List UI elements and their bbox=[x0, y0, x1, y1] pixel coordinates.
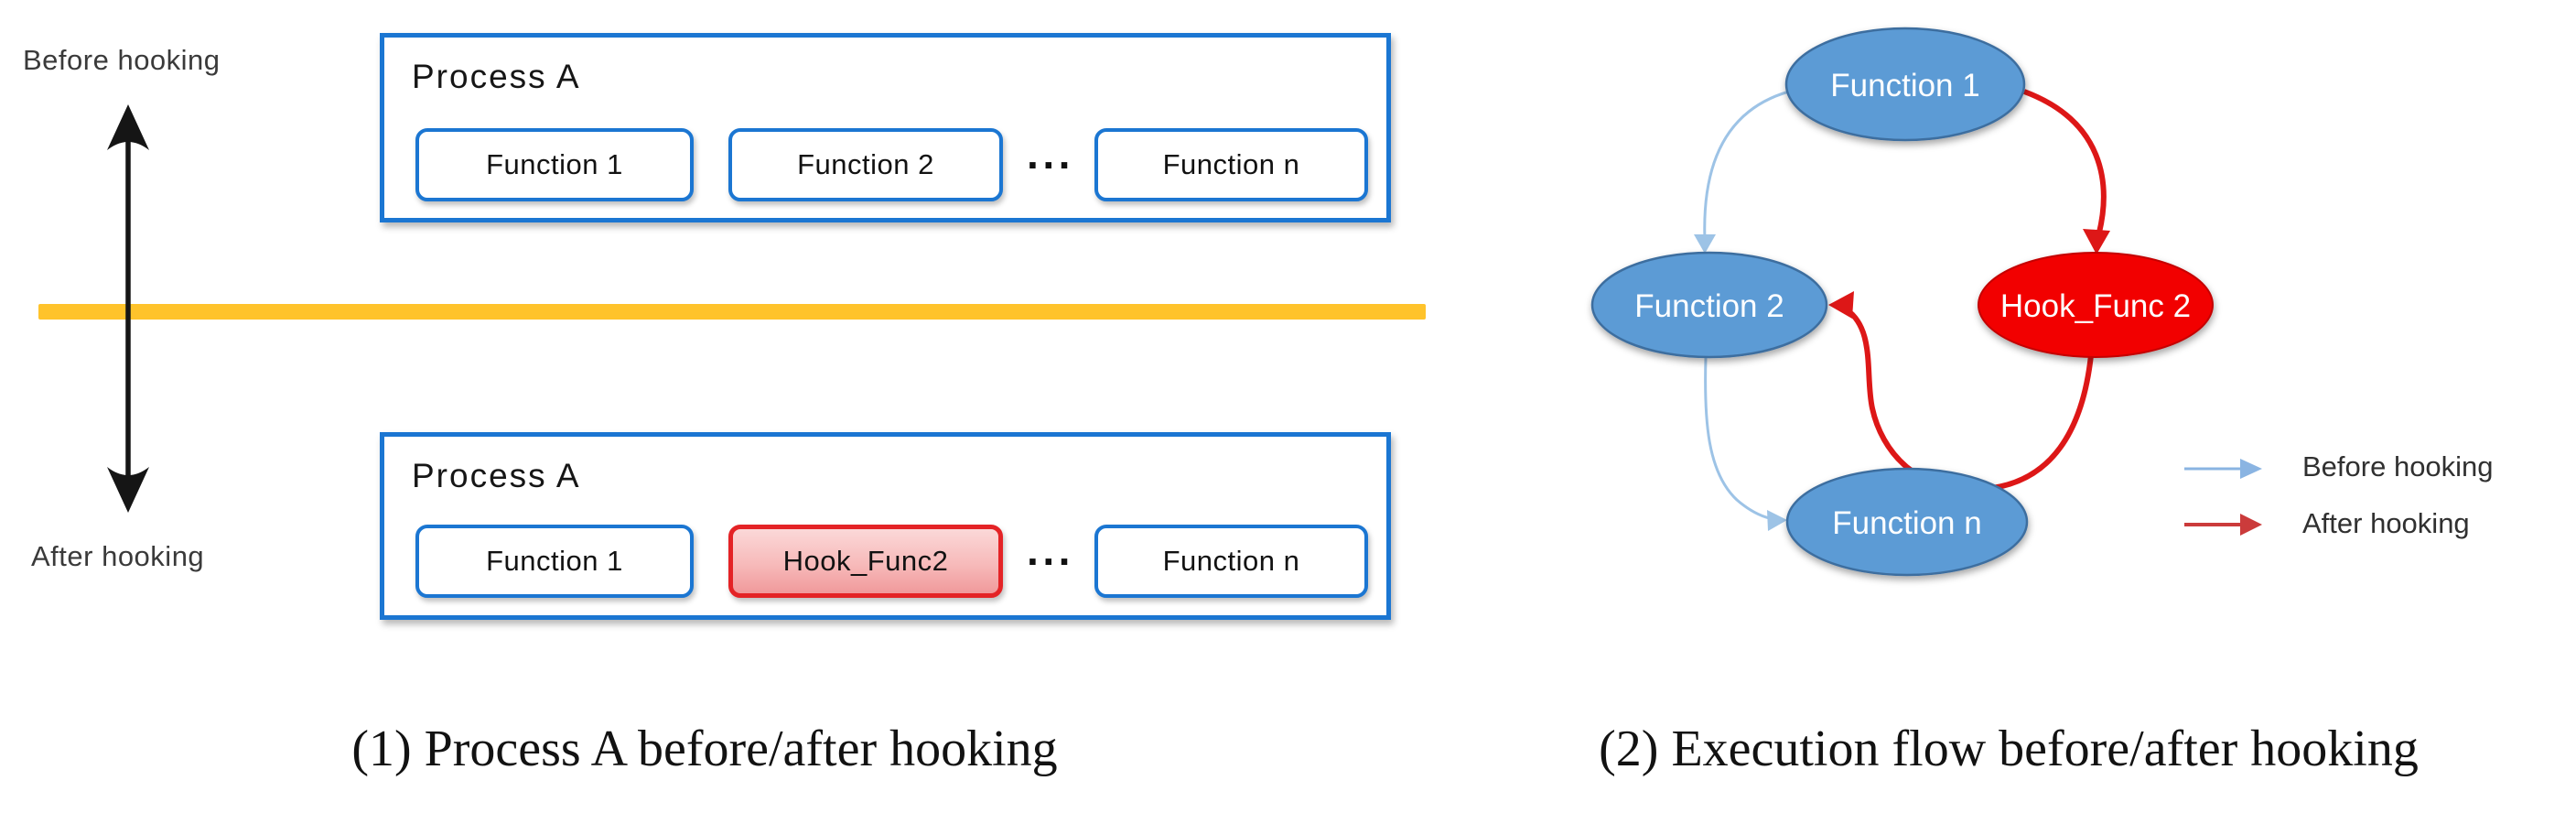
ellipsis-dots-before: ··· bbox=[1027, 141, 1074, 189]
legend-after-label: After hooking bbox=[2302, 507, 2470, 539]
legend-before-arrow bbox=[2184, 459, 2262, 479]
divider-line bbox=[38, 304, 1426, 320]
arrow-up-head bbox=[107, 104, 149, 150]
edge-before-f2-fn bbox=[1704, 356, 1787, 531]
function-1-box-after: Function 1 bbox=[415, 525, 694, 598]
function-n-box-after: Function n bbox=[1094, 525, 1368, 598]
legend-before-label: Before hooking bbox=[2302, 450, 2494, 482]
before-hooking-axis-label: Before hooking bbox=[23, 44, 221, 76]
node-hook-func-2 bbox=[1978, 252, 2214, 358]
edge-before-f1-f2 bbox=[1694, 90, 1790, 254]
arrow-down-head bbox=[107, 467, 149, 513]
node-function-n-label: Function n bbox=[1832, 505, 1981, 541]
node-function-2 bbox=[1590, 251, 1828, 359]
edge-after-f1-hook bbox=[2022, 89, 2110, 255]
node-hook-func-2-label: Hook_Func 2 bbox=[2000, 288, 2191, 324]
before-after-double-arrow bbox=[107, 104, 149, 513]
legend-after-arrow bbox=[2184, 514, 2262, 536]
node-function-2-label: Function 2 bbox=[1634, 288, 1784, 324]
ellipsis-dots-after: ··· bbox=[1027, 537, 1074, 585]
node-function-1 bbox=[1784, 27, 2026, 142]
function-2-box-before: Function 2 bbox=[728, 128, 1003, 201]
node-function-1-label: Function 1 bbox=[1830, 68, 1979, 103]
caption-execution-flow: (2) Execution flow before/after hooking bbox=[1599, 721, 2419, 777]
caption-process-a: (1) Process A before/after hooking bbox=[351, 721, 1058, 777]
function-n-box-before: Function n bbox=[1094, 128, 1368, 201]
after-hooking-axis-label: After hooking bbox=[31, 540, 205, 572]
node-function-n bbox=[1785, 467, 2029, 577]
function-1-box-before: Function 1 bbox=[415, 128, 694, 201]
hook-func-2-box: Hook_Func2 bbox=[728, 525, 1003, 598]
process-a-before-title: Process A bbox=[412, 58, 581, 95]
process-a-after-title: Process A bbox=[412, 457, 581, 494]
